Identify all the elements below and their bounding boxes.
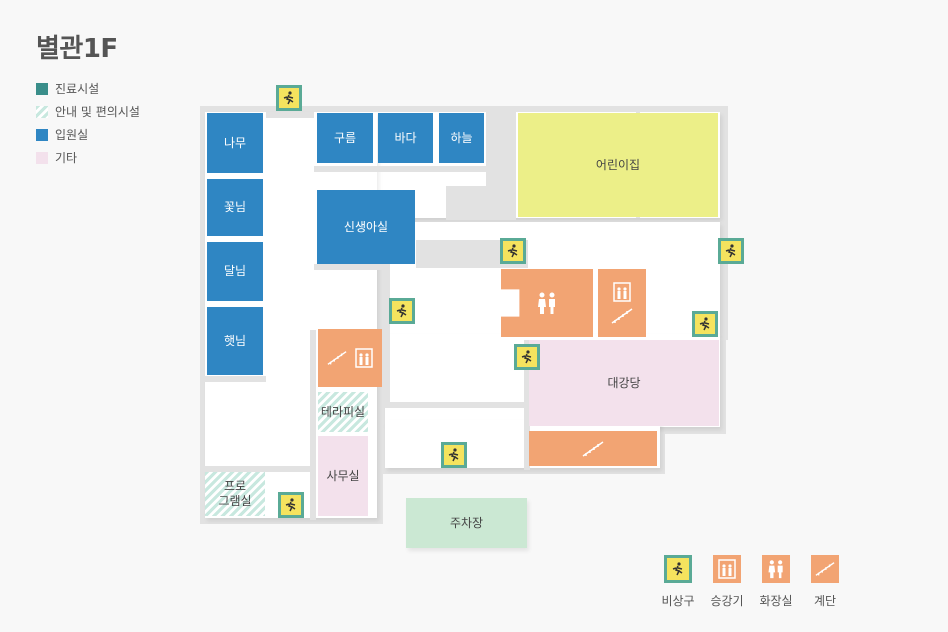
elevator-stairs-block-west[interactable] — [318, 329, 382, 387]
icon-legend-label: 계단 — [813, 594, 837, 608]
stairs-icon — [811, 555, 839, 583]
stairs-icon — [327, 351, 347, 365]
emergency-exit-icon[interactable] — [718, 238, 744, 264]
emergency-exit-icon[interactable] — [500, 238, 526, 264]
partition-wall — [310, 330, 316, 520]
room-kkotnim[interactable]: 꽃님 — [207, 179, 263, 236]
room-bada[interactable]: 바다 — [378, 113, 433, 163]
room-eorinijip[interactable]: 어린이집 — [518, 113, 718, 217]
icon-legend-item-elevator: 승강기 — [710, 555, 744, 609]
legend-item-inpatient: 입원실 — [36, 123, 140, 146]
emergency-exit-icon[interactable] — [276, 85, 302, 111]
room-parking[interactable]: 주차장 — [406, 498, 527, 548]
emergency-exit-icon — [664, 555, 692, 583]
elevator-icon — [613, 282, 631, 302]
partition-wall — [314, 264, 390, 270]
partition-wall — [524, 340, 530, 470]
room-haetnim[interactable]: 햇님 — [207, 307, 263, 375]
emergency-exit-icon[interactable] — [389, 298, 415, 324]
room-haneul[interactable]: 하늘 — [439, 113, 484, 163]
page-title: 별관1F — [36, 34, 118, 64]
room-gureum[interactable]: 구름 — [317, 113, 373, 163]
elevator-icon — [355, 348, 373, 368]
stairs-icon — [611, 308, 633, 324]
restroom-icon — [538, 292, 555, 314]
icon-legend-item-exit: 비상구 — [661, 555, 695, 609]
legend-item-convenience: 안내 및 편의시설 — [36, 100, 140, 123]
legend-label: 기타 — [55, 151, 78, 165]
legend-item-clinical: 진료시설 — [36, 77, 140, 100]
icon-legend-item-restroom: 화장실 — [759, 555, 793, 609]
legend-label: 입원실 — [55, 128, 89, 142]
room-sinsaengasil[interactable]: 신생아실 — [317, 190, 415, 264]
room-program-label-2: 그램실 — [218, 494, 252, 508]
emergency-exit-icon[interactable] — [441, 442, 467, 468]
stairs-block-south[interactable] — [529, 431, 657, 466]
partition-wall — [204, 376, 266, 382]
partition-wall — [486, 112, 516, 186]
legend: 진료시설 안내 및 편의시설 입원실 기타 — [36, 77, 140, 169]
partition-wall — [446, 186, 516, 220]
room-daegangdang[interactable]: 대강당 — [529, 340, 719, 426]
emergency-exit-icon[interactable] — [514, 344, 540, 370]
legend-swatch-inpatient — [36, 128, 48, 141]
icon-legend-label: 화장실 — [759, 594, 793, 608]
stairs-icon — [582, 440, 604, 457]
room-terrace[interactable]: 테라피실 — [318, 392, 368, 432]
partition-wall — [204, 466, 310, 472]
legend-swatch-clinical — [36, 82, 48, 95]
icon-legend-label: 승강기 — [710, 594, 744, 608]
room-dalnim[interactable]: 달님 — [207, 242, 263, 301]
partition-wall — [266, 112, 314, 118]
emergency-exit-icon[interactable] — [278, 492, 304, 518]
icon-legend-item-stairs: 계단 — [809, 555, 841, 609]
partition-wall — [384, 264, 390, 404]
restroom-icon — [762, 555, 790, 583]
elevator-stairs-block-east[interactable] — [598, 269, 646, 337]
icon-legend: 비상구 승강기 화장실 계단 — [661, 555, 841, 609]
room-samusil[interactable]: 사무실 — [318, 436, 368, 516]
legend-label: 안내 및 편의시설 — [55, 105, 140, 119]
room-program[interactable]: 프로 그램실 — [205, 472, 265, 516]
legend-label: 진료시설 — [55, 82, 100, 96]
legend-swatch-convenience — [36, 105, 48, 118]
icon-legend-label: 비상구 — [661, 594, 695, 608]
legend-swatch-other — [36, 151, 48, 164]
emergency-exit-icon[interactable] — [692, 311, 718, 337]
partition-wall — [384, 402, 524, 408]
partition-wall — [314, 166, 510, 172]
legend-item-other: 기타 — [36, 146, 140, 169]
elevator-icon — [713, 555, 741, 583]
room-program-label-1: 프로 — [223, 479, 247, 493]
room-namu[interactable]: 나무 — [207, 113, 263, 173]
